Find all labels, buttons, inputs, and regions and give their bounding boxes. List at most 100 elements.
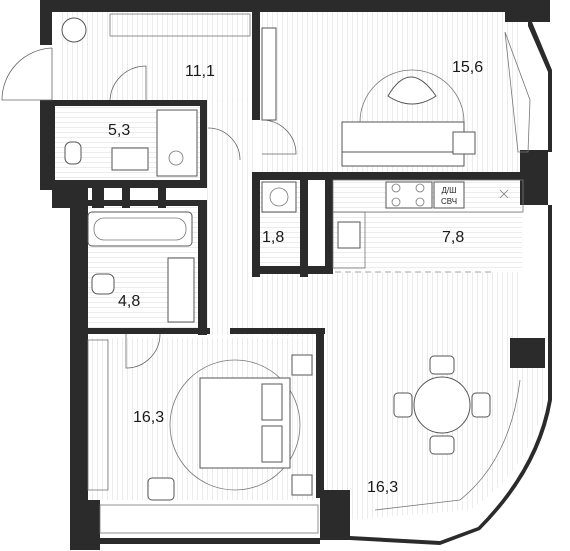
wall-left-top — [40, 0, 52, 45]
shaft-2 — [92, 180, 104, 208]
entrance-door — [1, 47, 53, 101]
hall-round-table — [61, 17, 87, 43]
living-table — [387, 76, 437, 105]
pillow-2 — [261, 425, 283, 463]
hall-floor — [60, 12, 256, 102]
bathtub-inner — [93, 217, 187, 241]
hall-furniture — [61, 13, 251, 101]
washing-machine-drum — [269, 187, 289, 207]
stove-burner-4 — [415, 197, 425, 207]
wall-pantry-right — [300, 172, 308, 277]
stove-burner-1 — [391, 183, 401, 193]
shaft-3 — [122, 180, 130, 208]
dining-table — [413, 376, 471, 434]
wall-bath-large-top — [70, 200, 205, 206]
bath-large-door — [125, 333, 161, 369]
shower-small — [156, 109, 198, 177]
sink-small — [111, 147, 149, 171]
dishwasher-label: Д/Ш — [442, 186, 457, 195]
wall-bottom — [100, 538, 320, 544]
wall-corner-cap — [520, 0, 548, 22]
dining-chair-bottom — [429, 435, 455, 455]
toilet-small — [64, 141, 82, 165]
kitchen-sink — [337, 221, 361, 249]
bedroom-rug — [169, 359, 301, 491]
room-area-bedroom: 16,3 — [133, 409, 164, 426]
nightstand-top — [291, 354, 313, 376]
wall-left-lower — [70, 188, 88, 518]
wall-kitchen-left — [325, 172, 333, 274]
wall-window-right-top — [528, 22, 552, 152]
pillow-1 — [261, 383, 283, 421]
kitchen-fixtures: Д/Ш СВЧ — [332, 179, 524, 273]
wall-bath-large-right — [198, 200, 207, 335]
shaft-4 — [158, 180, 166, 208]
dining-chair-left — [393, 392, 413, 418]
kitchen-counter-left — [332, 211, 366, 269]
wall-top — [40, 0, 530, 12]
wall-living-bottom — [252, 172, 527, 180]
pantry-door — [207, 127, 241, 161]
dining-furniture — [374, 355, 521, 511]
room-area-bath-small: 5,3 — [108, 122, 130, 139]
wall-pantry-bottom — [252, 266, 332, 274]
bedroom-furniture — [87, 339, 319, 534]
stove-burner-2 — [415, 183, 425, 193]
wall-left-mid — [40, 100, 55, 190]
bathtub — [87, 211, 193, 247]
wall-hall-bath-top — [52, 100, 207, 106]
bath-large-fixtures — [87, 211, 195, 369]
sink-large — [167, 257, 195, 323]
walls — [40, 0, 552, 550]
pantry-fixtures — [207, 127, 297, 213]
wall-pillar-right-mid — [520, 150, 548, 205]
corridor-floor — [205, 100, 255, 335]
dining-chair-top — [429, 355, 455, 375]
dining-window-curve — [374, 379, 521, 511]
stove — [385, 181, 433, 209]
shower-drain-small — [168, 150, 184, 166]
washing-machine — [261, 181, 297, 213]
sofa-back — [341, 151, 465, 167]
wall-bath-small-right — [200, 100, 207, 188]
living-curtain — [504, 31, 531, 153]
room-area-pantry: 1,8 — [262, 229, 284, 246]
room-labels: 11,1 15,6 5,3 1,8 7,8 4,8 16,3 16,3 — [108, 59, 483, 496]
shaft-row — [52, 180, 166, 208]
appliance-box — [433, 181, 465, 209]
bedroom-window-sill — [99, 504, 319, 534]
hood-mark — [499, 189, 509, 199]
wall-bottom-pillar — [320, 490, 350, 540]
dining-chair-right — [471, 392, 491, 418]
living-furniture — [261, 27, 531, 167]
toilet-large — [91, 273, 115, 295]
living-rug — [359, 69, 465, 123]
wall-bath-large-bottom — [85, 328, 210, 334]
entrance-door-swing — [1, 47, 53, 101]
hall-door-bath — [109, 65, 147, 101]
wall-living-left — [252, 12, 260, 120]
shaft-1 — [52, 180, 74, 208]
stove-burner-3 — [391, 197, 401, 207]
room-area-hall: 11,1 — [185, 63, 215, 80]
nightstand-bottom — [291, 474, 313, 496]
armchair — [452, 131, 476, 155]
room-area-dining: 16,3 — [367, 479, 398, 496]
wall-bedroom-right — [316, 328, 324, 498]
living-door — [261, 119, 297, 155]
room-area-bath-large: 4,8 — [118, 293, 140, 310]
bedroom-chair — [147, 477, 175, 501]
room-area-kitchen: 7,8 — [442, 229, 464, 246]
wardrobe-bedroom — [87, 339, 109, 491]
wall-pillar-right-low — [510, 338, 545, 368]
wall-pantry-left — [252, 172, 260, 277]
wall-bedroom-top — [230, 328, 325, 334]
kitchen-counter-top — [332, 179, 524, 213]
room-area-living: 15,6 — [452, 59, 483, 76]
wardrobe — [109, 13, 251, 37]
wall-bottom-left — [70, 500, 100, 550]
microwave-label: СВЧ — [441, 197, 457, 206]
living-shelf — [261, 27, 277, 121]
bath-small-fixtures — [64, 109, 198, 177]
